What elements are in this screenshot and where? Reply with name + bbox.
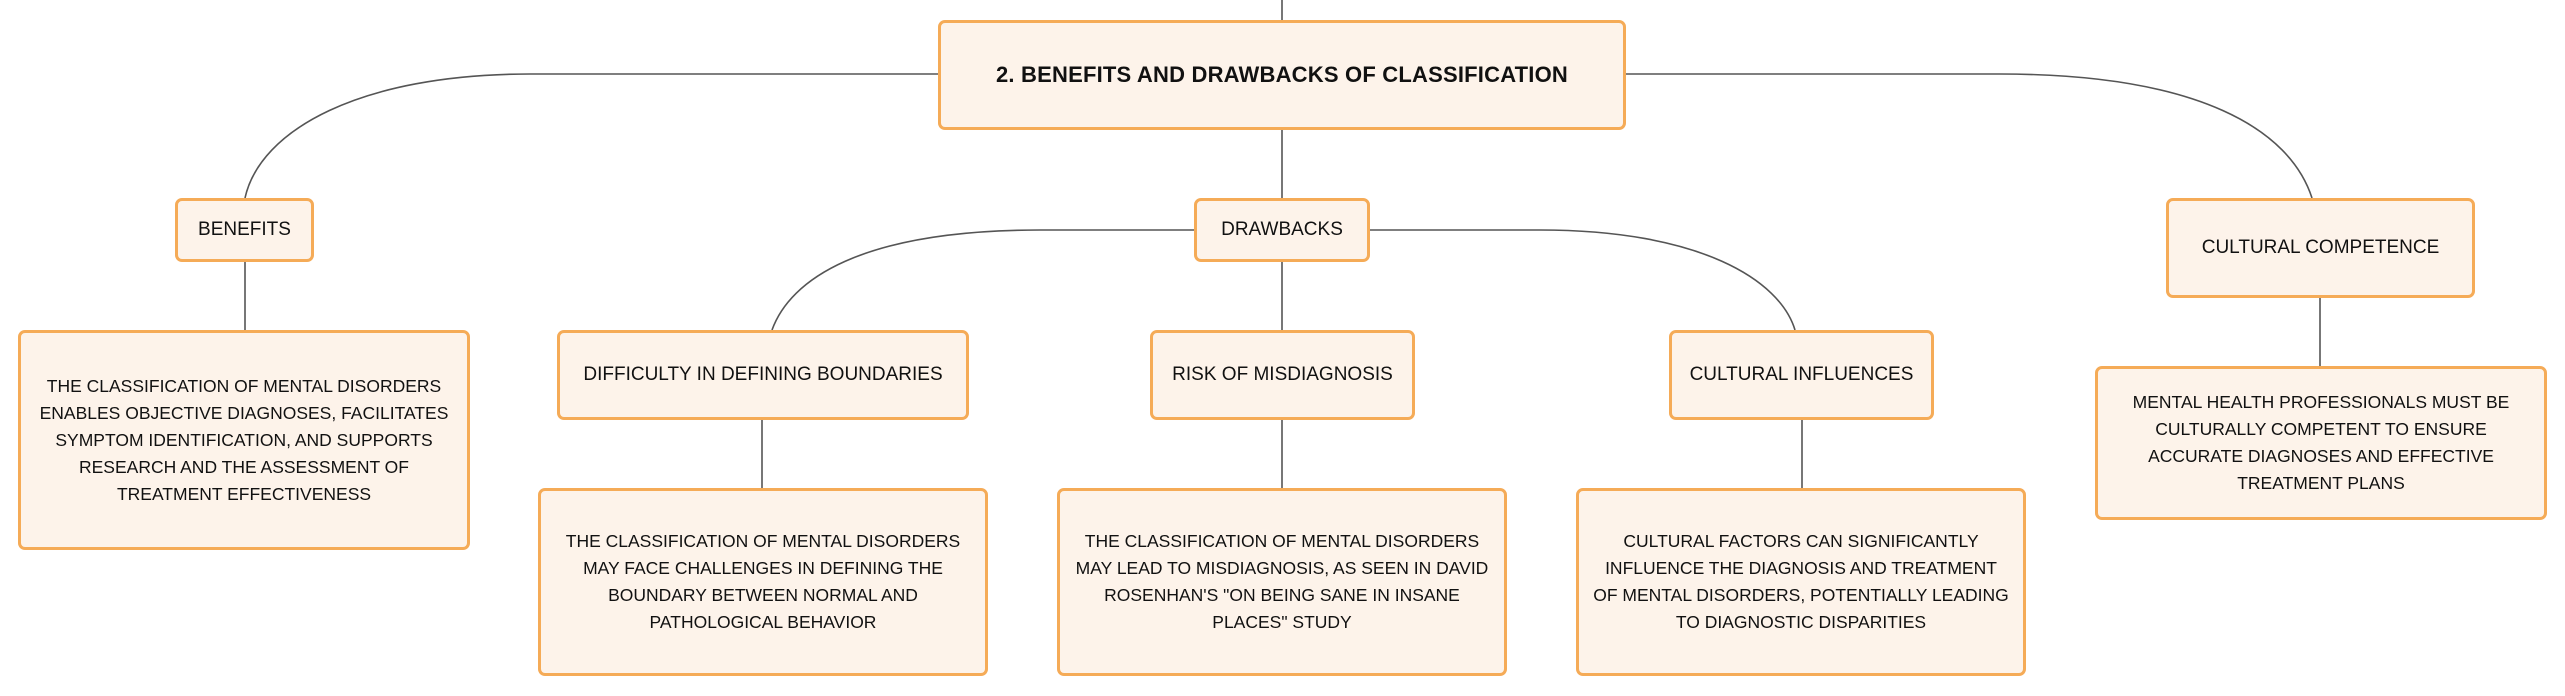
benefits-description-text: THE CLASSIFICATION OF MENTAL DISORDERS E…: [39, 375, 449, 504]
cultural-competence-node[interactable]: CULTURAL COMPETENCE: [2166, 198, 2475, 298]
connector-drawbacks-to-cultural-influences: [1370, 229, 1796, 331]
cultural-competence-description-text: MENTAL HEALTH PROFESSIONALS MUST BE CULT…: [2132, 392, 2510, 493]
difficulty-in-defining-boundaries-label: DIFFICULTY IN DEFINING BOUNDARIES: [583, 364, 943, 385]
connector-root-to-benefits: [244, 73, 940, 199]
difficulty-in-defining-boundaries-description-node[interactable]: THE CLASSIFICATION OF MENTAL DISORDERS M…: [538, 488, 988, 676]
risk-of-misdiagnosis-node[interactable]: RISK OF MISDIAGNOSIS: [1150, 330, 1415, 420]
drawbacks-node-label: DRAWBACKS: [1221, 219, 1343, 240]
benefits-node[interactable]: BENEFITS: [175, 198, 314, 262]
root-node-label: 2. BENEFITS AND DRAWBACKS OF CLASSIFICAT…: [995, 62, 1569, 87]
connector-root-to-cultural-competence: [1625, 73, 2313, 199]
difficulty-in-defining-boundaries-description-text: THE CLASSIFICATION OF MENTAL DISORDERS M…: [565, 531, 961, 632]
cultural-influences-node[interactable]: CULTURAL INFLUENCES: [1669, 330, 1934, 420]
difficulty-in-defining-boundaries-node[interactable]: DIFFICULTY IN DEFINING BOUNDARIES: [557, 330, 969, 420]
cultural-influences-description-text: CULTURAL FACTORS CAN SIGNIFICANTLY INFLU…: [1593, 531, 2009, 632]
drawbacks-node[interactable]: DRAWBACKS: [1194, 198, 1370, 262]
cultural-influences-description-node[interactable]: CULTURAL FACTORS CAN SIGNIFICANTLY INFLU…: [1576, 488, 2026, 676]
connector-drawbacks-to-boundaries: [771, 229, 1194, 331]
cultural-competence-label: CULTURAL COMPETENCE: [2201, 237, 2440, 258]
benefits-description-node[interactable]: THE CLASSIFICATION OF MENTAL DISORDERS E…: [18, 330, 470, 550]
risk-of-misdiagnosis-description-node[interactable]: THE CLASSIFICATION OF MENTAL DISORDERS M…: [1057, 488, 1507, 676]
benefits-node-label: BENEFITS: [198, 219, 291, 240]
risk-of-misdiagnosis-label: RISK OF MISDIAGNOSIS: [1172, 364, 1393, 385]
cultural-competence-description-node[interactable]: MENTAL HEALTH PROFESSIONALS MUST BE CULT…: [2095, 366, 2547, 520]
risk-of-misdiagnosis-description-text: THE CLASSIFICATION OF MENTAL DISORDERS M…: [1075, 531, 1489, 632]
root-node[interactable]: 2. BENEFITS AND DRAWBACKS OF CLASSIFICAT…: [938, 20, 1626, 130]
cultural-influences-label: CULTURAL INFLUENCES: [1689, 364, 1914, 385]
